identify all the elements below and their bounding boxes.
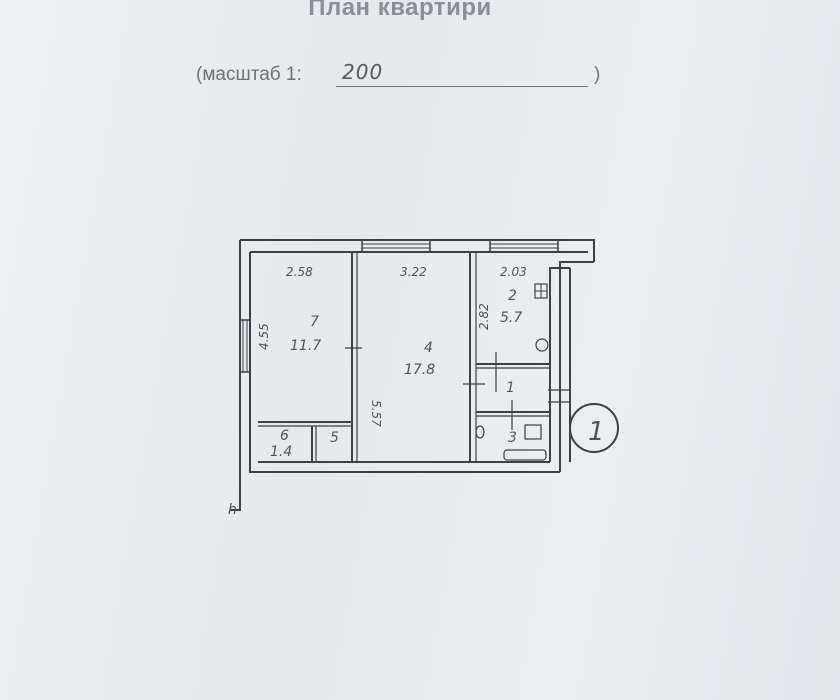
window-top-right bbox=[489, 239, 559, 253]
scale-line: (масштаб 1: 200 ) bbox=[196, 60, 616, 92]
left-wall-inner bbox=[249, 252, 258, 473]
scale-value: 200 bbox=[342, 60, 384, 84]
scale-underline bbox=[336, 86, 588, 87]
entry-mark: h bbox=[228, 502, 237, 518]
apartment-number-circle bbox=[569, 403, 619, 453]
room-2-width: 2.03 bbox=[500, 265, 527, 279]
room-2-depth: 2.82 bbox=[477, 303, 491, 330]
room-2-area: 5.7 bbox=[500, 310, 522, 326]
toilet-icon bbox=[475, 425, 485, 439]
room-6-number: 6 bbox=[280, 428, 289, 444]
sink-icon bbox=[524, 424, 542, 440]
room-2-number: 2 bbox=[508, 288, 517, 304]
room-3-number: 3 bbox=[508, 430, 517, 446]
bathtub-icon bbox=[503, 449, 547, 461]
room-4-width: 3.22 bbox=[400, 265, 427, 279]
room-7-area: 11.7 bbox=[290, 338, 321, 354]
room-5-number: 5 bbox=[330, 430, 339, 446]
room-7-width: 2.58 bbox=[286, 265, 313, 279]
room-6-area: 1.4 bbox=[270, 444, 292, 460]
room-7-depth: 4.55 bbox=[257, 323, 271, 350]
apartment-number: 1 bbox=[588, 417, 605, 447]
page-title: План квартири bbox=[308, 0, 492, 21]
scale-label: (масштаб 1: bbox=[196, 64, 302, 85]
scale-close-paren: ) bbox=[594, 64, 601, 85]
room-4-area: 17.8 bbox=[404, 362, 435, 378]
room-4-depth: 5.57 bbox=[369, 400, 383, 427]
outer-wall bbox=[240, 239, 595, 262]
window-top-left bbox=[361, 239, 431, 253]
heater-icon bbox=[535, 338, 549, 352]
room-4-number: 4 bbox=[424, 340, 433, 356]
room-1-number: 1 bbox=[506, 380, 515, 396]
room-7-number: 7 bbox=[310, 314, 319, 330]
window-left bbox=[239, 319, 251, 373]
left-wall bbox=[230, 240, 241, 511]
right-wall-inner bbox=[549, 267, 570, 462]
